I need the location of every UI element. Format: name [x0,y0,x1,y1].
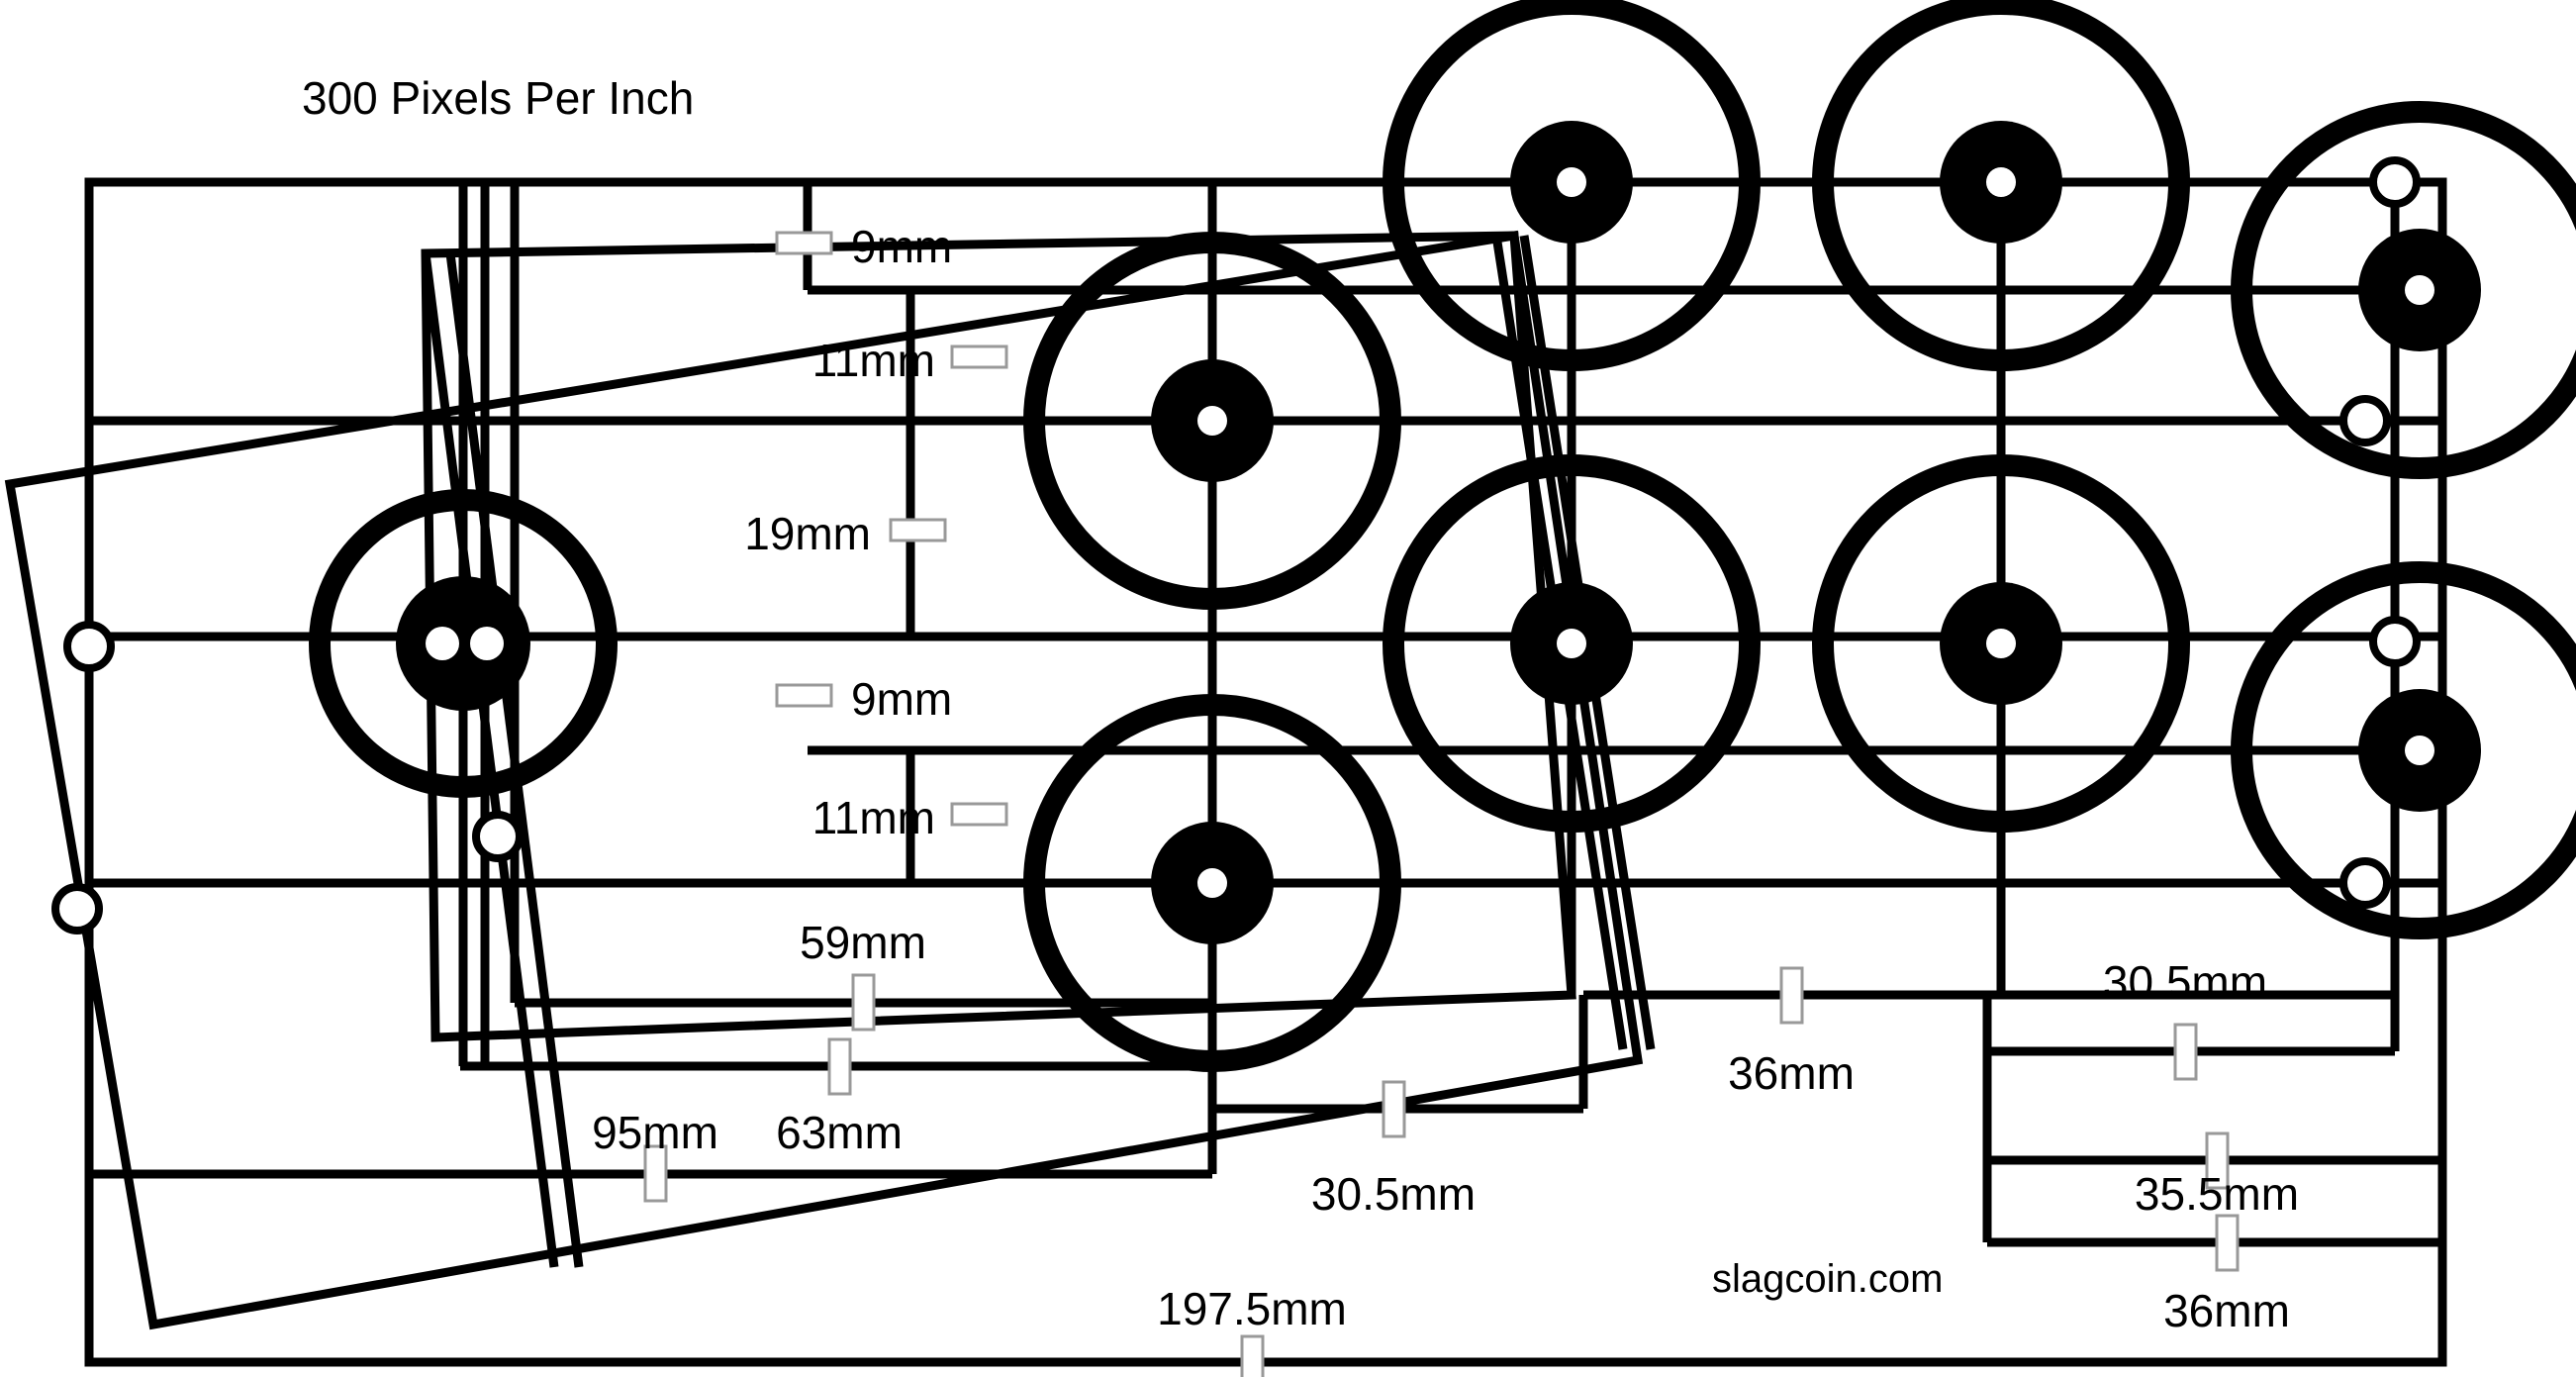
dim-label-11mm-top: 11mm [812,335,935,386]
button-hole-b1 [1383,0,1761,371]
dim-label-1975mm: 197.5mm [1157,1283,1347,1334]
site-credit: slagcoin.com [1712,1257,1943,1301]
tick-11mm-mid [950,802,1008,827]
tick-19mm [889,518,947,542]
tick-305mm-right [2173,1023,2198,1081]
joystick-mount-hole-lower-left [51,883,103,934]
dim-label-11mm-mid: 11mm [812,792,935,843]
dim-label-9mm-mid: 9mm [851,673,952,725]
tick-9mm-top [775,231,833,255]
tick-36mm-center [1779,966,1804,1025]
tick-95mm [643,1144,668,1203]
button-hole-b2 [1383,454,1761,833]
dim-label-19mm: 19mm [744,508,871,559]
dimension-tick-marks [643,231,2240,1377]
dim-label-9mm-top: 9mm [851,221,952,272]
button-hole-d1 [2231,101,2576,479]
dim-label-63mm: 63mm [776,1107,903,1158]
rotated-panel-outline-left [4,230,1644,1330]
tick-59mm [851,973,876,1032]
button-hole-a1 [1023,232,1401,610]
dim-label-355mm-right: 35.5mm [2135,1168,2299,1220]
tick-305mm-center [1382,1080,1406,1138]
dim-label-305mm-center: 30.5mm [1311,1168,1476,1220]
joystick-mount-hole-lower-mid [472,811,524,862]
button-hole-c1 [1812,0,2190,371]
tick-63mm [827,1037,852,1096]
tilt-edge-line-left [421,252,584,1268]
tick-9mm-mid [775,683,833,708]
tick-36mm-right [2215,1214,2240,1272]
joystick-hole [309,489,618,798]
dim-label-36mm-right: 36mm [2163,1285,2290,1336]
button-hole-d2 [2231,561,2576,939]
dim-label-36mm-center: 36mm [1728,1047,1855,1099]
dim-label-305mm-right: 30.5mm [2103,956,2267,1008]
page-title: 300 Pixels Per Inch [302,72,694,124]
tick-11mm-top [950,344,1008,369]
dim-label-95mm: 95mm [592,1107,718,1158]
button-hole-a2 [1023,694,1401,1072]
button-hole-c2 [1812,454,2190,833]
joystick-mount-hole-left [63,621,115,672]
dim-label-59mm: 59mm [800,917,926,968]
tick-355mm-right [2205,1131,2230,1190]
tick-1975mm [1240,1334,1265,1377]
